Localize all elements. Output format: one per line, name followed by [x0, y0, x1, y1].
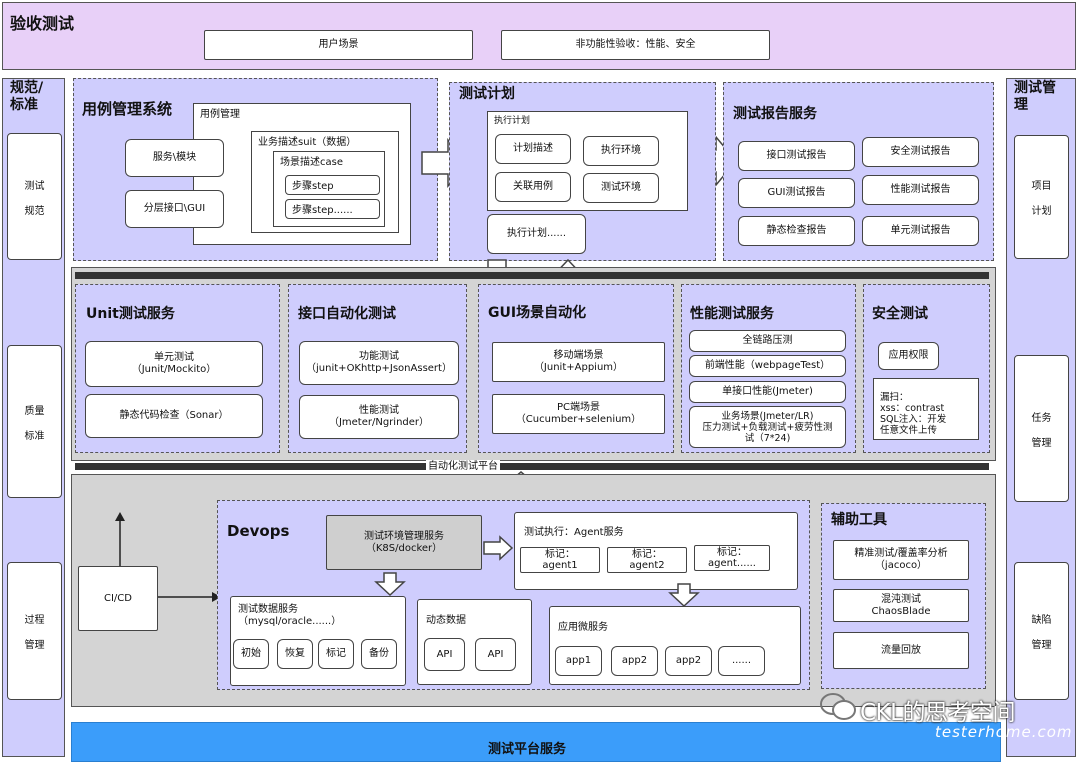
- test-data-title: 测试数据服务 （mysql/oracle......）: [238, 604, 342, 627]
- test-management-title: 测试管 理: [1014, 80, 1056, 113]
- nonfunctional-acceptance-box: 非功能性验收：性能、安全: [501, 30, 770, 60]
- top-divider-bar: [75, 272, 989, 279]
- project-plan-box: 项目计划: [1014, 135, 1069, 259]
- exec-plan-label: 执行计划: [494, 116, 531, 126]
- standards-title: 规范/ 标准: [10, 80, 44, 113]
- layer-interface-box: 分层接口\GUI: [125, 190, 224, 228]
- quality-standard-box: 质量标准: [7, 345, 62, 498]
- biz-scene-perf-box: 业务场景(Jmeter/LR) 压力测试+负载测试+疲劳性测 试（7*24): [689, 406, 846, 448]
- chaos-box: 混沌测试 ChaosBlade: [833, 589, 969, 622]
- perf-report-box: 性能测试报告: [862, 175, 979, 205]
- case-management-title: 用例管理系统: [82, 100, 173, 118]
- data-backup-button: 备份: [361, 639, 397, 669]
- arrow-down-icon: [668, 583, 700, 608]
- security-title: 安全测试: [872, 306, 928, 322]
- suit-label: 业务描述suit（数据）: [258, 137, 357, 148]
- api-box-1: API: [424, 638, 465, 671]
- arrow-down-icon: [374, 572, 406, 597]
- dynamic-data-title: 动态数据: [426, 615, 466, 626]
- site-watermark: testerhome.com: [935, 723, 1073, 741]
- data-mark-button: 标记: [318, 639, 354, 669]
- wechat-logo-icon: [819, 691, 857, 723]
- brand-watermark: CKL的思考空间: [860, 700, 1015, 726]
- case-box: [273, 151, 385, 227]
- test-env-box: 测试环境: [583, 173, 659, 203]
- app2-box: app2: [611, 646, 658, 676]
- gui-report-box: GUI测试报告: [738, 178, 855, 208]
- platform-service-label: 测试平台服务: [488, 742, 567, 757]
- unit-test-box: 单元测试 （Junit/Mockito）: [85, 341, 263, 387]
- service-module-box: 服务\模块: [125, 139, 224, 177]
- vuln-scan-box: 漏扫： xss：contrast SQL注入：开发 任意文件上传: [873, 378, 979, 440]
- step-box-2: 步骤step......: [285, 199, 380, 219]
- pc-scene-box: PC端场景 （Cucumber+selenium）: [492, 394, 665, 434]
- full-link-box: 全链路压测: [689, 330, 846, 352]
- coverage-box: 精准测试/覆盖率分析 （jacoco）: [833, 540, 969, 580]
- plan-desc-box: 计划描述: [495, 134, 571, 164]
- step-box-1: 步骤step: [285, 175, 380, 195]
- api-box-2: API: [475, 638, 516, 671]
- frontend-perf-box: 前端性能（webpageTest）: [689, 355, 846, 377]
- exec-env-box: 执行环境: [583, 136, 659, 166]
- case-mgmt-inner: [193, 103, 411, 245]
- defect-mgmt-box: 缺陷管理: [1014, 562, 1069, 700]
- unit-report-box: 单元测试报告: [862, 216, 979, 246]
- platform-divider-bar: [75, 463, 989, 470]
- test-spec-box: 测试规范: [7, 133, 62, 260]
- agent1-box: 标记： agent1: [520, 547, 600, 573]
- api-report-box: 接口测试报告: [738, 141, 855, 171]
- data-restore-button: 恢复: [277, 639, 313, 669]
- microservice-title: 应用微服务: [558, 622, 608, 633]
- test-plan-title: 测试计划: [459, 86, 515, 102]
- cicd-box: CI/CD: [78, 566, 158, 631]
- cicd-arrows: [115, 512, 221, 602]
- data-init-button: 初始: [233, 639, 269, 669]
- suit-box: [251, 131, 399, 233]
- linked-case-box: 关联用例: [495, 172, 571, 202]
- process-mgmt-box: 过程管理: [7, 562, 62, 700]
- static-check-report-box: 静态检查报告: [738, 216, 855, 246]
- devops-title: Devops: [227, 522, 290, 540]
- platform-bar-label: 自动化测试平台: [426, 460, 500, 473]
- arrow-right-icon: [483, 535, 514, 561]
- perf-title: 性能测试服务: [690, 306, 774, 322]
- tools-title: 辅助工具: [831, 512, 887, 528]
- static-code-box: 静态代码检查（Sonar）: [85, 394, 263, 438]
- case-label: 场景描述case: [280, 157, 343, 168]
- app3-box: app2: [665, 646, 712, 676]
- agent2-box: 标记： agent2: [607, 547, 687, 573]
- api-perf-box: 性能测试 （Jmeter/Ngrinder）: [299, 395, 459, 439]
- mobile-scene-box: 移动端场景 （Junit+Appium）: [492, 342, 665, 382]
- case-mgmt-inner-label: 用例管理: [200, 109, 240, 120]
- single-api-perf-box: 单接口性能(Jmeter): [689, 381, 846, 403]
- exec-plan-more-box: 执行计划......: [487, 214, 586, 254]
- api-auto-title: 接口自动化测试: [298, 306, 396, 322]
- agent-more-box: 标记： agent......: [694, 545, 770, 571]
- unit-title: Unit测试服务: [86, 306, 175, 322]
- app-more-box: ......: [718, 646, 765, 676]
- gui-title: GUI场景自动化: [488, 305, 587, 321]
- user-scenario-box: 用户场景: [204, 30, 473, 60]
- traffic-replay-box: 流量回放: [833, 632, 969, 669]
- app-permission-box: 应用权限: [878, 342, 939, 370]
- agent-service-title: 测试执行：Agent服务: [524, 527, 624, 538]
- app1-box: app1: [555, 646, 602, 676]
- api-func-box: 功能测试 （junit+OKhttp+JsonAssert）: [299, 341, 459, 385]
- security-report-box: 安全测试报告: [862, 137, 979, 167]
- report-title: 测试报告服务: [733, 106, 817, 122]
- task-mgmt-box: 任务管理: [1014, 355, 1069, 502]
- env-mgmt-box: 测试环境管理服务 （K8S/docker）: [326, 515, 482, 570]
- acceptance-title: 验收测试: [10, 14, 75, 33]
